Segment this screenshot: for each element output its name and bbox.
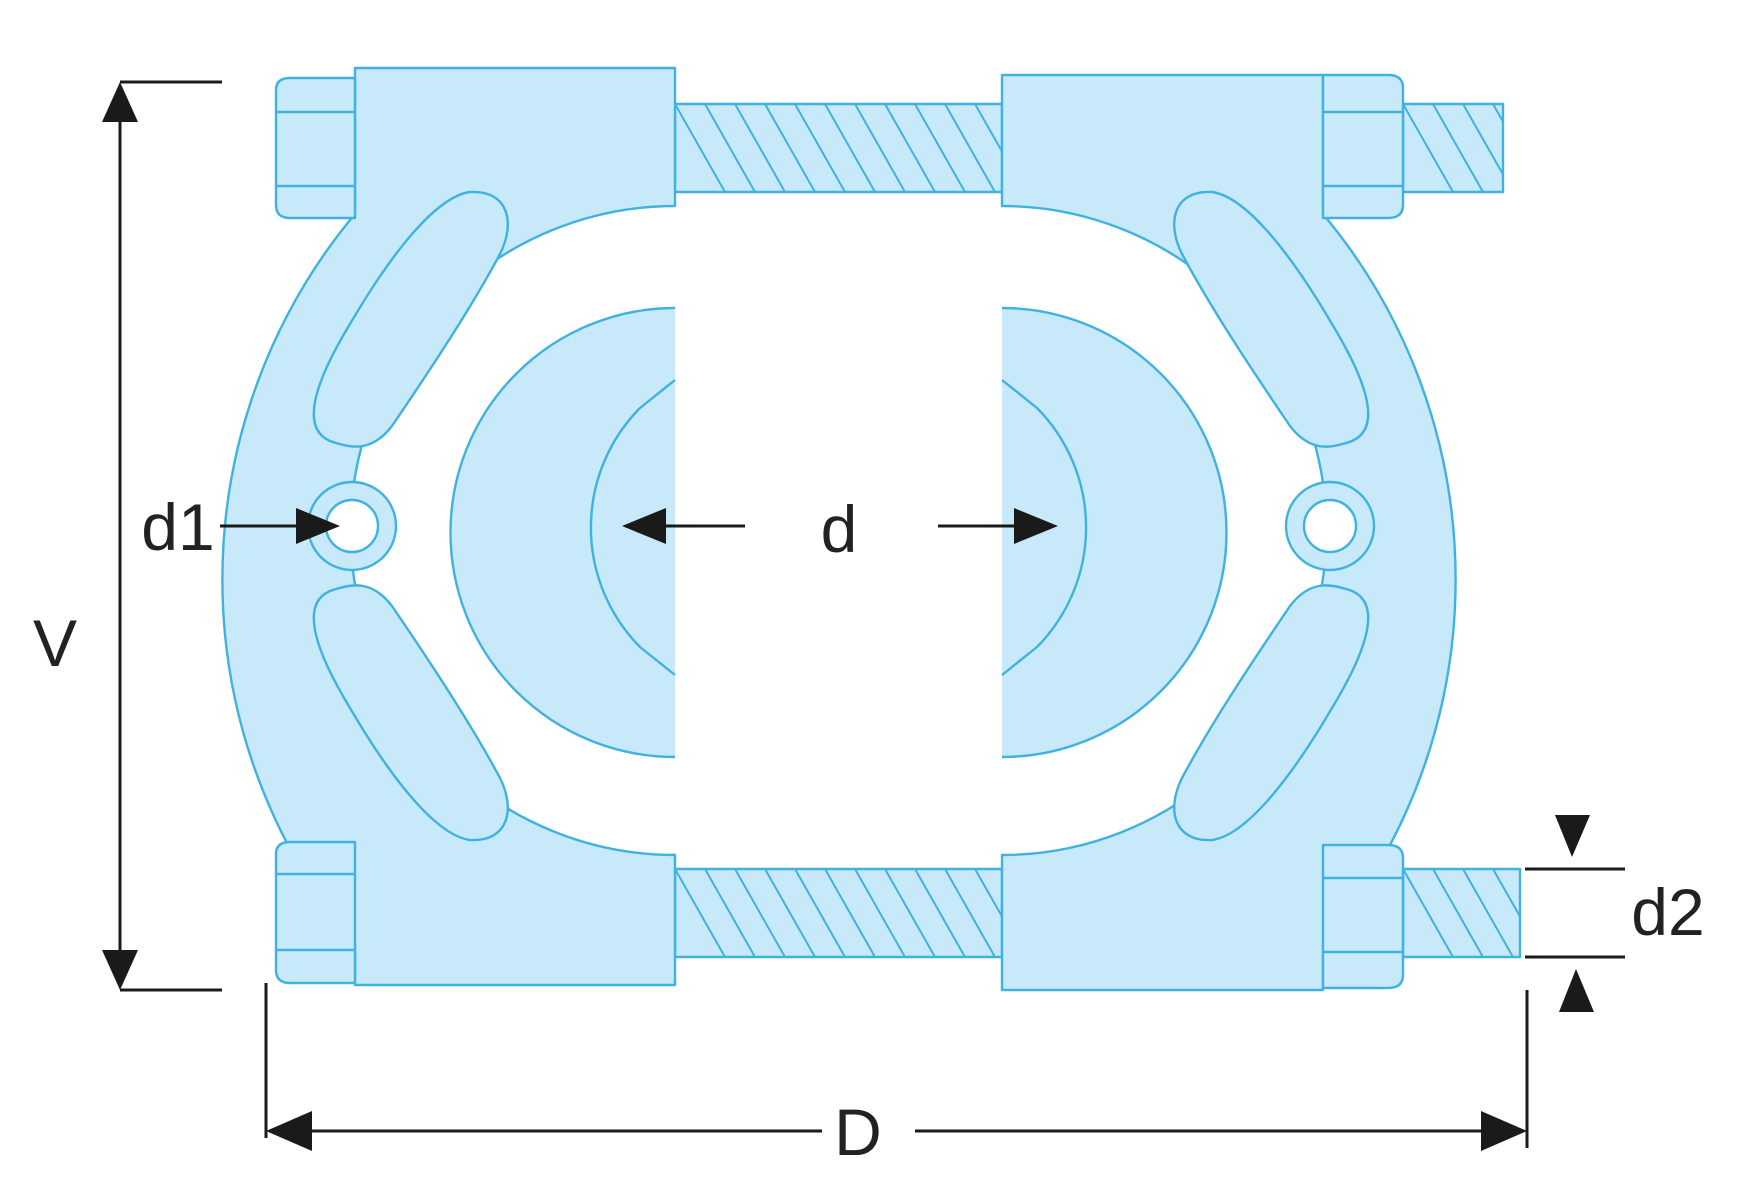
bolt-head-bottom-left — [274, 840, 357, 985]
slot-upper-right — [1173, 190, 1370, 448]
bolt-head-top-left — [274, 76, 357, 220]
threaded-rod-end-bottom — [1401, 867, 1522, 959]
separator-half-right — [1000, 73, 1457, 992]
threaded-rod-end-top — [1401, 102, 1505, 194]
bolt-hole-right — [1284, 480, 1376, 572]
threaded-rod-bottom — [673, 867, 1004, 959]
label-d-overall: D — [834, 1095, 882, 1169]
dimension-d1: d1 — [141, 490, 340, 564]
slot-lower-right — [1173, 584, 1370, 842]
nut-top-right — [1321, 73, 1405, 220]
nut-bottom-right — [1321, 843, 1405, 990]
label-d: d — [821, 492, 858, 566]
dimension-v: V — [20, 80, 222, 992]
dimension-d-overall: D — [264, 983, 1529, 1169]
dimension-d2: d2 — [1525, 815, 1705, 1012]
separator-half-left — [221, 66, 677, 987]
label-d2: d2 — [1631, 875, 1704, 949]
dimension-d: d — [622, 492, 1058, 566]
slot-lower-left — [312, 584, 509, 842]
slot-upper-left — [312, 190, 509, 448]
label-v: V — [33, 606, 77, 680]
label-d1: d1 — [141, 490, 214, 564]
threaded-rod-top — [673, 102, 1004, 194]
